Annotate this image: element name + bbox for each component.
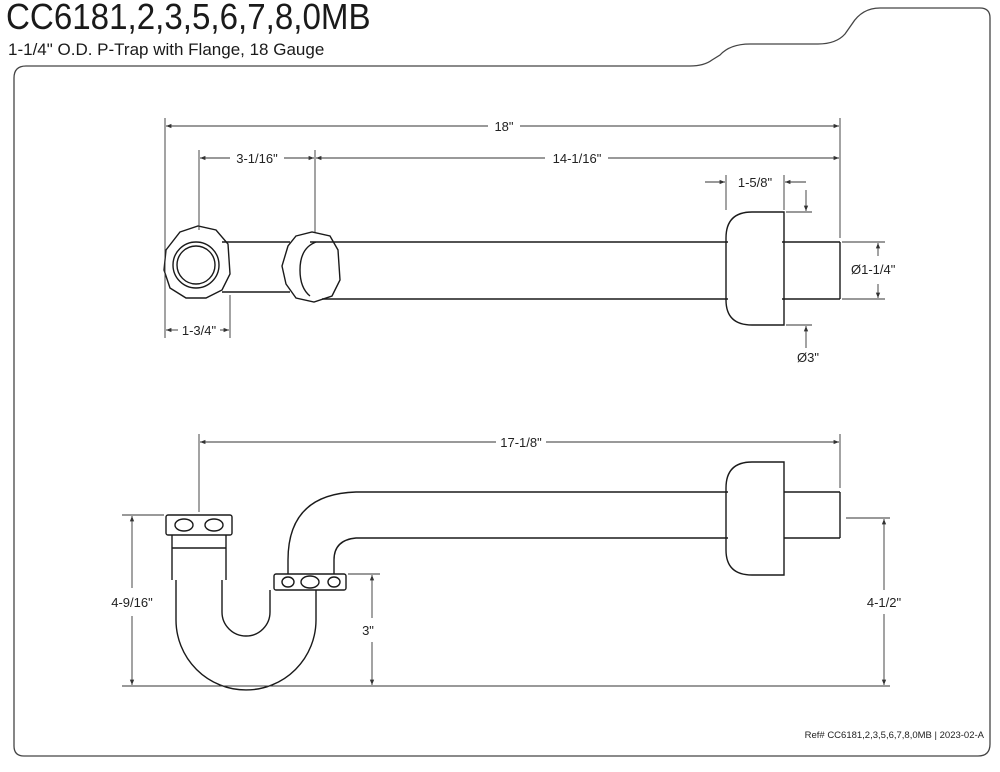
inlet-nut — [165, 514, 233, 536]
slip-nut — [273, 573, 347, 591]
dim-outlet-height: 4-1/2" — [867, 595, 902, 610]
dim-flange-dia: Ø3" — [797, 350, 819, 365]
dim-inlet-height: 4-9/16" — [111, 595, 153, 610]
j-bend — [175, 580, 317, 691]
dim-trap-height: 3" — [362, 623, 374, 638]
top-view — [163, 211, 841, 326]
dim-overall-length: 18" — [494, 119, 513, 134]
dim-arm-length-top: 14-1/16" — [553, 151, 602, 166]
reference-number: Ref# CC6181,2,3,5,6,7,8,0MB | 2023-02-A — [805, 730, 985, 741]
left-nut-top — [163, 225, 231, 299]
second-nut-top — [281, 231, 341, 303]
model-number-title: CC6181,2,3,5,6,7,8,0MB — [6, 0, 371, 37]
flange-side-view — [725, 461, 785, 576]
top-view-dimensions — [164, 118, 885, 348]
product-description: 1-1/4" O.D. P-Trap with Flange, 18 Gauge — [8, 40, 325, 59]
dim-flange-depth: 1-5/8" — [738, 175, 773, 190]
dim-trap-offset: 3-1/16" — [236, 151, 278, 166]
dim-arm-length-side: 17-1/8" — [500, 435, 542, 450]
dim-tube-od: Ø1-1/4" — [851, 262, 896, 277]
dim-nut-width: 1-3/4" — [182, 323, 217, 338]
side-view-dimensions — [122, 434, 890, 687]
side-view — [165, 461, 841, 691]
flange-top-view — [725, 211, 785, 326]
sheet-border — [13, 7, 991, 757]
